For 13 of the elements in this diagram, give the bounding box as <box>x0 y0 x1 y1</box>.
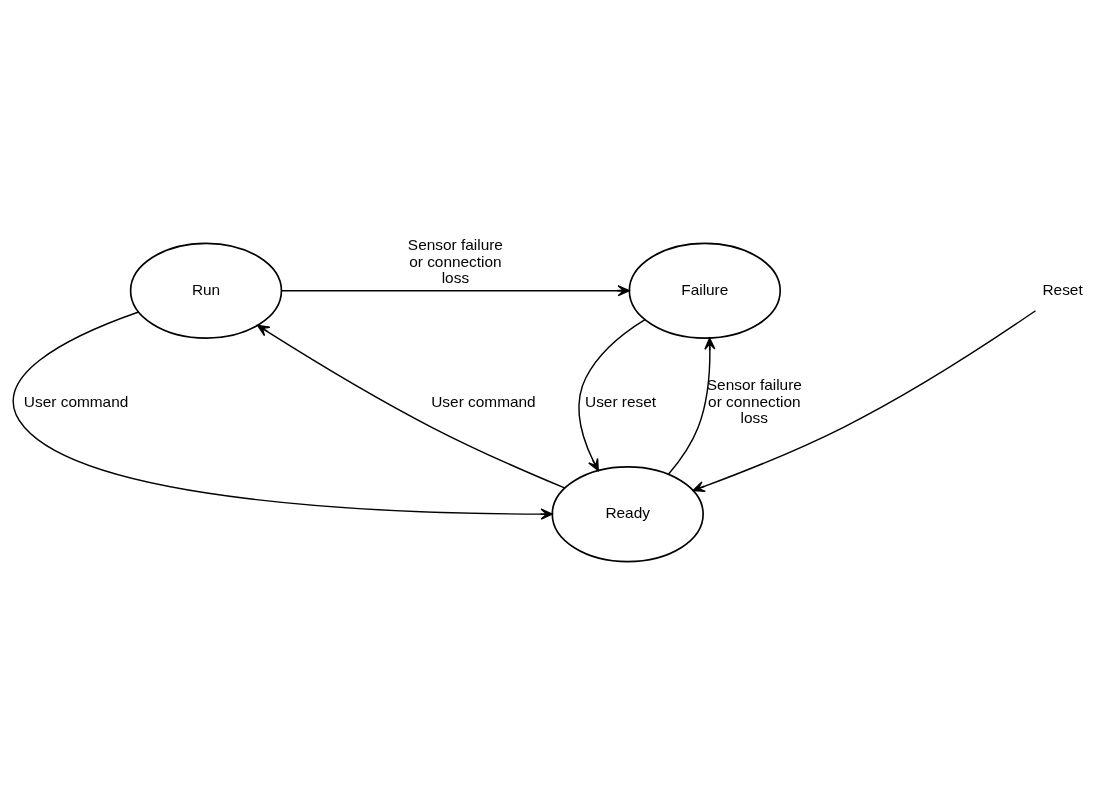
arrow <box>257 324 566 489</box>
edge-label: Sensor failure or connection loss <box>706 376 802 427</box>
arrow <box>12 311 553 520</box>
edge-label: User command <box>23 392 129 410</box>
arrow <box>578 318 646 472</box>
arrow <box>281 285 630 297</box>
arrow <box>692 310 1037 493</box>
node-text: Reset <box>1042 280 1083 298</box>
node-ellipse: Failure <box>628 242 782 339</box>
arrow <box>667 337 716 475</box>
edge-label: Sensor failure or connection loss <box>407 236 503 287</box>
edge-label: User command <box>431 392 536 410</box>
edge-label: User reset <box>585 392 657 410</box>
